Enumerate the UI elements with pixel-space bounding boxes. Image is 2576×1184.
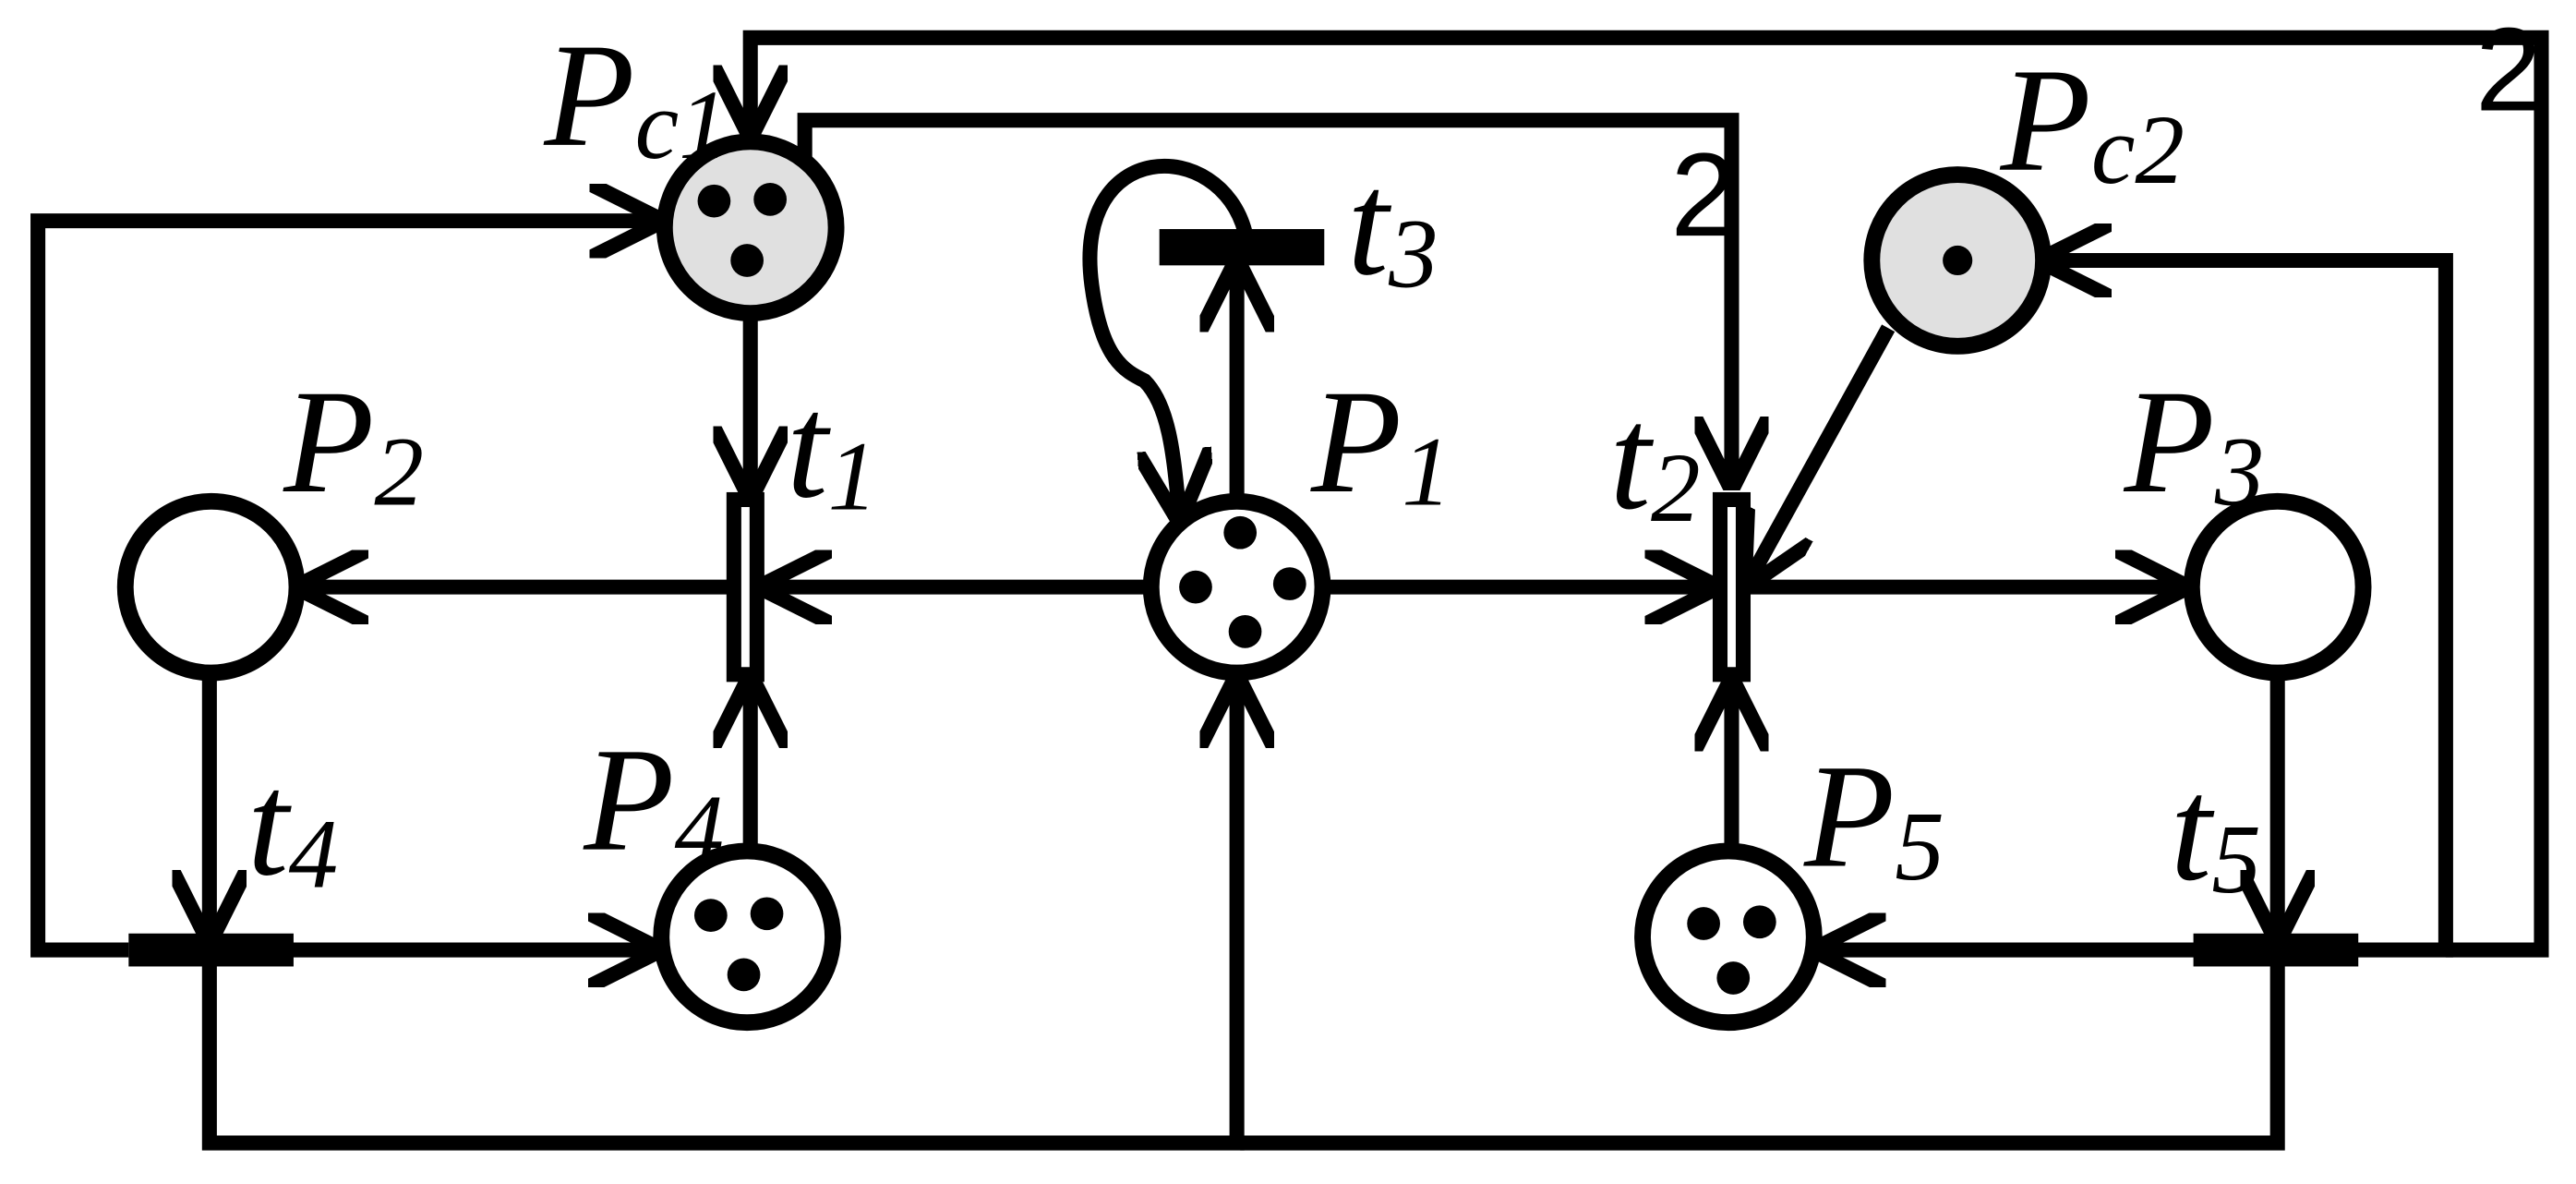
- token-p4-3: [727, 958, 761, 992]
- label-t3: t3: [1347, 141, 1438, 308]
- transition-t2: [1712, 491, 1751, 683]
- labels: Pc1 Pc2 P1 P2 P3 P4 P5 t1 t2 t3 t4 t5: [247, 13, 2264, 914]
- place-p1: [1142, 492, 1331, 682]
- arc-weights: 2 2: [1670, 4, 2541, 261]
- label-p4: P4: [583, 718, 724, 885]
- token-p5-3: [1716, 961, 1751, 995]
- transition-t4: [128, 933, 294, 967]
- token-pc2-1: [1943, 245, 1973, 276]
- arc-t5-to-pc2: [2045, 260, 2453, 958]
- token-p1-3: [1272, 567, 1306, 600]
- transition-t1: [726, 491, 764, 683]
- label-p5: P5: [1803, 734, 1944, 901]
- token-pc1-2: [753, 183, 788, 216]
- token-p1-1: [1223, 515, 1258, 550]
- token-p5-2: [1742, 905, 1776, 939]
- arc-pc1-to-t2: [797, 113, 1732, 483]
- token-p4-2: [750, 897, 784, 931]
- label-pc1: Pc1: [543, 13, 728, 180]
- label-t4: t4: [247, 742, 338, 909]
- place-p5: [1634, 842, 1823, 1032]
- arc-t5-to-p1: [1240, 961, 2285, 1151]
- token-pc1-1: [697, 184, 731, 218]
- token-p1-4: [1228, 615, 1262, 648]
- token-pc1-3: [730, 244, 764, 277]
- arc-t3-to-p1: [1082, 158, 1253, 516]
- weight-pc1-to-t2: 2: [1670, 129, 1737, 261]
- transitions: [128, 229, 2359, 967]
- place-pc1: [656, 133, 845, 322]
- label-p1: P1: [1310, 359, 1451, 526]
- arcs: [30, 30, 2549, 1151]
- label-p2: P2: [283, 359, 424, 526]
- weight-t5-to-pc1: 2: [2475, 4, 2542, 136]
- place-p2: [116, 492, 306, 682]
- token-p5-1: [1687, 907, 1720, 940]
- label-p3: P3: [2124, 359, 2265, 526]
- token-p4-1: [693, 899, 728, 932]
- arc-t5-to-pc1: [751, 30, 2549, 958]
- label-pc2: Pc2: [2000, 38, 2185, 205]
- tokens: [693, 183, 1973, 995]
- place-p4: [653, 842, 841, 1032]
- arc-t4-to-pc1: [30, 221, 656, 958]
- arc-t4-to-p1: [201, 681, 1237, 1151]
- label-t1: t1: [787, 364, 877, 531]
- token-p1-2: [1179, 570, 1212, 604]
- transition-t5: [2193, 933, 2359, 967]
- label-t5: t5: [2171, 747, 2261, 914]
- transition-t3: [1159, 229, 1325, 266]
- arc-pc2-to-t2: [1748, 324, 1896, 582]
- place-p3: [2183, 492, 2372, 682]
- label-t2: t2: [1609, 376, 1700, 543]
